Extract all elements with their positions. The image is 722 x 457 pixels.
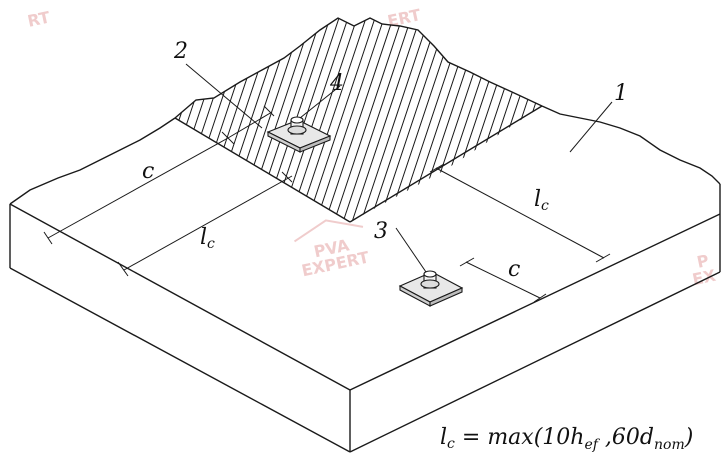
callout-3: 3	[374, 219, 388, 244]
svg-text:EX: EX	[691, 266, 718, 290]
hatch-line	[192, 18, 274, 222]
hatch-line	[67, 0, 147, 240]
anchor-plate-lower	[398, 270, 464, 307]
hatch-line	[210, 18, 292, 222]
dimension-lines	[43, 105, 611, 303]
concrete-slab	[9, 105, 721, 453]
hatch-line	[264, 18, 346, 222]
dim-c-lower: c	[508, 257, 520, 282]
hatch-line	[40, 0, 120, 240]
hatch-line	[175, 18, 202, 222]
hatch-line	[273, 18, 355, 222]
hatch-line	[489, 18, 542, 222]
hatch-line	[94, 0, 174, 240]
svg-text:P: P	[695, 251, 711, 272]
hatch-line	[309, 18, 391, 222]
hatch-line	[175, 18, 193, 222]
callout-4: 4	[329, 71, 344, 96]
hatch-line	[85, 0, 165, 240]
hatch-line	[237, 18, 319, 222]
hatch-line	[372, 18, 454, 222]
leader-lines	[185, 63, 613, 273]
hatch-line	[175, 18, 238, 222]
hatch-line	[345, 18, 427, 222]
hatch-line	[390, 18, 472, 222]
hatch-line	[381, 18, 463, 222]
lc-formula: lc = max(10hef ,60dnom)	[440, 425, 693, 453]
dim-lc-upper: lc	[200, 225, 215, 252]
hatch-line	[480, 18, 542, 222]
hatch-line	[354, 18, 436, 222]
hatch-line	[516, 18, 542, 222]
hatch-line	[175, 18, 229, 222]
dim-c-upper: c	[142, 159, 154, 184]
hatch-line	[363, 18, 445, 222]
dim-lc-right: lc	[534, 187, 549, 214]
slab-top-front-left-edge	[9, 203, 351, 391]
hatch-line	[175, 18, 211, 222]
hatch-line	[453, 18, 535, 222]
hatch-line	[417, 18, 499, 222]
hatch-line	[175, 18, 256, 222]
hatch-line	[336, 18, 418, 222]
hatch-line	[399, 18, 481, 222]
hatch-line	[291, 18, 373, 222]
hatch-line	[76, 0, 156, 240]
slab-top-front-right-edge	[349, 213, 721, 391]
hatched-failure-zone	[40, 0, 543, 240]
anchor-plate-upper	[266, 116, 332, 153]
callout-2: 2	[173, 39, 188, 64]
slab-broken-back-edge	[9, 117, 176, 205]
hatch-line	[327, 18, 409, 222]
hatch-line	[444, 18, 526, 222]
hatch-line	[219, 18, 301, 222]
hatch-line	[426, 18, 508, 222]
hatch-line	[58, 0, 138, 240]
watermark: PVA EXPERT RT ERT P EX	[26, 5, 718, 289]
callout-1: 1	[614, 81, 628, 106]
hatch-line	[49, 0, 129, 240]
hatch-line	[408, 18, 490, 222]
hatch-line	[318, 18, 400, 222]
svg-text:RT: RT	[26, 7, 52, 30]
